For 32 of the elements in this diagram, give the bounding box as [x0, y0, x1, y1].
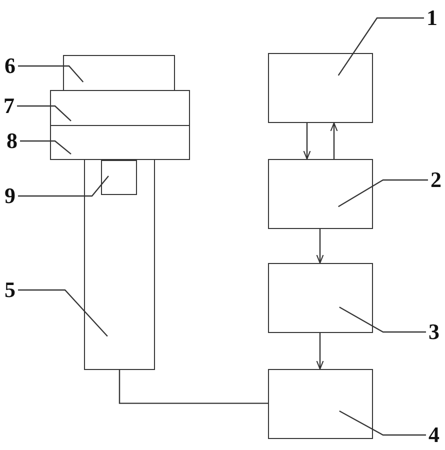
component-box	[268, 369, 373, 439]
callout-number: 3	[426, 320, 442, 344]
component-box	[268, 159, 373, 229]
component-box	[268, 263, 373, 333]
leader-line	[18, 65, 84, 82]
arrow	[316, 229, 324, 264]
component-box	[63, 55, 175, 91]
component-box	[101, 160, 137, 195]
callout-number: 5	[2, 278, 18, 302]
component-box	[50, 125, 190, 160]
arrow	[316, 333, 324, 370]
connector-line	[118, 370, 268, 404]
component-box	[268, 53, 373, 123]
callout-number: 6	[2, 54, 18, 78]
component-box	[84, 159, 155, 370]
leader-line	[18, 289, 108, 337]
callout-number: 1	[424, 6, 440, 30]
leader-line	[338, 17, 424, 76]
callout-number: 8	[4, 129, 20, 153]
component-box	[50, 90, 190, 126]
callout-number: 4	[426, 423, 442, 447]
callout-number: 7	[1, 94, 17, 118]
arrow	[303, 123, 311, 160]
leader-line	[339, 410, 426, 436]
leader-line	[339, 306, 426, 333]
arrow	[330, 122, 338, 159]
callout-number: 9	[2, 184, 18, 208]
leader-line	[338, 179, 428, 208]
leader-line	[17, 105, 72, 122]
callout-number: 2	[428, 168, 444, 192]
leader-line	[20, 140, 72, 155]
leader-line	[18, 176, 109, 197]
